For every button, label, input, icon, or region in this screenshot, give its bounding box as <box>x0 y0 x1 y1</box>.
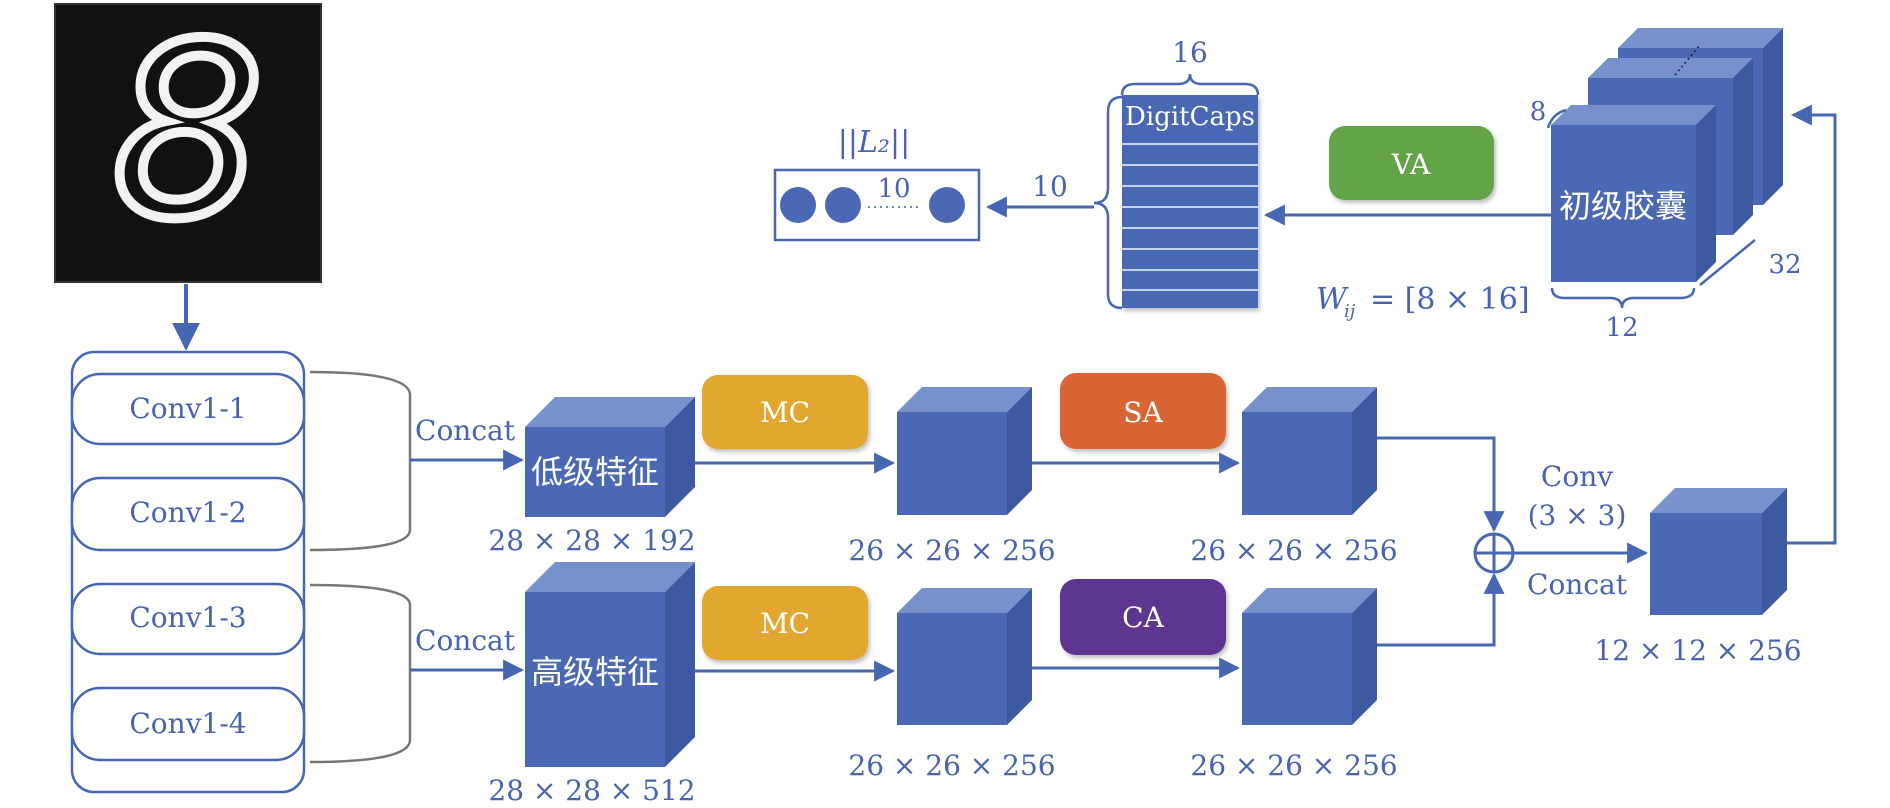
conv-label-2: Conv1-2 <box>129 496 246 529</box>
conv-layer-3: Conv1-3 <box>70 582 306 656</box>
mid-dims-top-2: 26 × 26 × 256 <box>1190 534 1397 567</box>
mid-cube-top-1 <box>897 387 1032 515</box>
merge-conv-label: Conv <box>1541 460 1613 493</box>
conv-layer-2: Conv1-2 <box>70 476 306 552</box>
mc-module-top: MC <box>702 375 868 449</box>
arrow-fused-to-primary <box>1787 104 1837 545</box>
conv-stack-frame <box>70 350 306 794</box>
concat-label-bottom: Concat <box>415 624 516 657</box>
primary-caps-stack: 初级胶囊 <box>1551 28 1783 282</box>
primary-caps-count: 32 <box>1768 250 1801 280</box>
mid-dims-top-1: 26 × 26 × 256 <box>848 534 1055 567</box>
conv-label-3: Conv1-3 <box>129 601 246 634</box>
mid-cube-bottom-2 <box>1242 588 1377 725</box>
merge-kernel-label: (3 × 3) <box>1528 499 1627 532</box>
sa-module: SA <box>1060 373 1226 449</box>
concat-bracket-top <box>309 370 412 552</box>
mc-module-bottom: MC <box>702 586 868 660</box>
mid-dims-bottom-2: 26 × 26 × 256 <box>1190 749 1397 782</box>
brace-digitcaps-top <box>1120 73 1260 96</box>
arrow-top-to-merge <box>1377 436 1505 533</box>
digitcaps-label: DigitCaps <box>1125 102 1255 132</box>
mid-cube-top-2 <box>1242 387 1377 515</box>
weight-label: W ij = [8 × 16] <box>1316 282 1530 322</box>
output-count: 10 <box>877 174 910 204</box>
digitcaps-side-dim: 10 <box>1032 170 1068 203</box>
weight-sub: ij <box>1344 301 1356 322</box>
input-digit: 8 <box>112 0 265 272</box>
brace-d12 <box>1550 287 1696 309</box>
fused-cube <box>1650 488 1787 615</box>
fused-dims: 12 × 12 × 256 <box>1594 634 1801 667</box>
digitcaps-block: DigitCaps <box>1122 95 1258 308</box>
arrow-bottom-to-merge <box>1377 572 1505 647</box>
sa-label: SA <box>1123 396 1163 429</box>
brace-d8 <box>1546 108 1567 129</box>
low-feature-dims: 28 × 28 × 192 <box>488 524 695 557</box>
weight-rest: = [8 × 16] <box>1370 282 1530 317</box>
conv-label-4: Conv1-4 <box>129 707 246 740</box>
conv-label-1: Conv1-1 <box>129 392 246 425</box>
merge-plus-node <box>1473 532 1515 574</box>
high-feature-dims: 28 × 28 × 512 <box>488 774 695 807</box>
ca-label: CA <box>1122 601 1164 634</box>
va-label: VA <box>1391 148 1431 181</box>
mid-dims-bottom-1: 26 × 26 × 256 <box>848 749 1055 782</box>
merge-concat-label: Concat <box>1527 568 1628 601</box>
mc-label-bottom: MC <box>760 607 810 640</box>
output-norm-label: ||L₂|| <box>838 125 910 160</box>
ca-module: CA <box>1060 579 1226 655</box>
low-feature-cube: 低级特征 <box>525 397 695 517</box>
conv-layer-1: Conv1-1 <box>70 372 306 446</box>
brace-d32 <box>1699 239 1756 286</box>
mid-cube-bottom-1 <box>897 588 1032 725</box>
weight-w: W <box>1316 282 1349 317</box>
conv-layer-4: Conv1-4 <box>70 686 306 762</box>
concat-label-top: Concat <box>415 414 516 447</box>
low-feature-label: 低级特征 <box>531 453 659 491</box>
output-vector: 10 <box>773 168 981 242</box>
va-module: VA <box>1329 126 1494 200</box>
concat-bracket-bottom <box>309 583 412 764</box>
primary-caps-depth: 8 <box>1530 97 1547 127</box>
high-feature-label: 高级特征 <box>531 653 659 691</box>
input-image: 8 <box>54 0 322 283</box>
primary-caps-width: 12 <box>1605 313 1638 343</box>
digitcaps-top-dim: 16 <box>1172 36 1208 69</box>
mc-label-top: MC <box>760 396 810 429</box>
high-feature-cube: 高级特征 <box>525 562 695 767</box>
primary-caps-label: 初级胶囊 <box>1559 187 1687 225</box>
brace-digitcaps-side <box>1093 95 1123 310</box>
